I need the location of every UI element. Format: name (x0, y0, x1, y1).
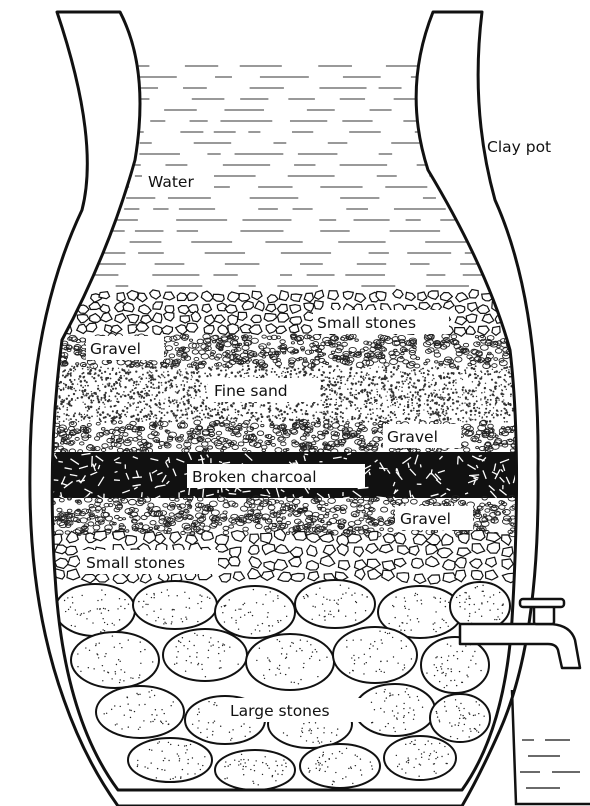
large-stones-layer (55, 580, 510, 790)
label-gravel-lower: Gravel (395, 506, 473, 530)
label-small-stones-bottom: Small stones (80, 550, 218, 574)
label-broken-charcoal: Broken charcoal (187, 464, 365, 488)
small-stones-layer-top (35, 289, 542, 336)
label-gravel-top: Gravel (86, 336, 164, 360)
label-fine-sand: Fine sand (208, 378, 320, 402)
label-clay-pot: Clay pot (487, 138, 551, 156)
label-gravel-middle: Gravel (383, 424, 461, 448)
label-small-stones-top: Small stones (313, 310, 449, 334)
label-large-stones: Large stones (224, 698, 362, 722)
label-water: Water (142, 168, 214, 192)
collection-cup-icon (512, 690, 590, 804)
gravel-layer-middle (37, 419, 541, 454)
